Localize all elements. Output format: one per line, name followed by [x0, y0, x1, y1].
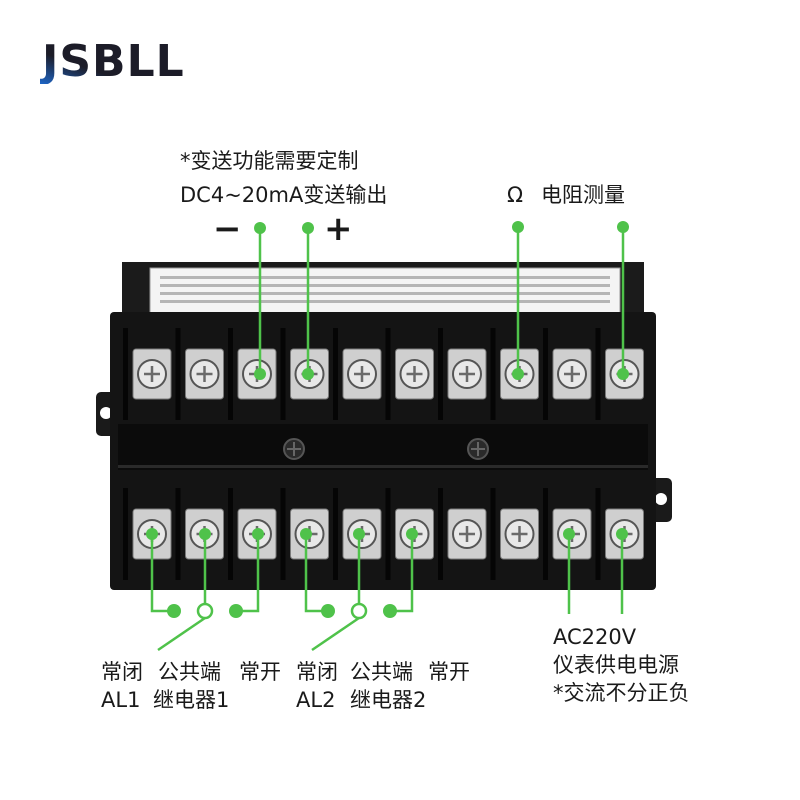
wire-no-1	[238, 534, 260, 613]
switch-blade-2	[311, 616, 360, 652]
device-label-sticker	[149, 267, 621, 315]
wire-nc-1	[150, 534, 172, 613]
relay1-no-label: 常开	[239, 660, 281, 684]
terminal-screw	[123, 328, 172, 420]
relay1-label: 继电器1	[153, 688, 230, 712]
terminal-screw	[438, 328, 487, 420]
al1-label: AL1	[101, 688, 141, 712]
resistance-label: 电阻测量	[541, 183, 625, 207]
transmit-output-label: DC4~20mA变送输出	[180, 183, 388, 207]
wire-nc-2	[304, 534, 326, 613]
wire-no-2	[392, 534, 414, 613]
terminal-screw	[385, 328, 434, 420]
wiring-dots	[146, 221, 629, 618]
relay1-com-label: 公共端	[158, 660, 221, 684]
transmit-custom-note: *变送功能需要定制	[180, 149, 359, 173]
terminal-screw	[543, 328, 592, 420]
ohm-symbol: Ω	[507, 183, 524, 207]
terminal-screw	[438, 488, 487, 580]
terminal-screw	[333, 328, 382, 420]
brand-logo: JSBLL	[40, 36, 185, 84]
wiring-lines	[150, 228, 625, 652]
relay-common-points	[196, 602, 368, 620]
relay2-label: 继电器2	[350, 688, 427, 712]
power-supply-label: 仪表供电电源	[553, 653, 679, 677]
relay1-nc-label: 常闭	[101, 660, 143, 684]
power-ac-note: *交流不分正负	[553, 681, 690, 705]
terminal-screw	[175, 328, 224, 420]
switch-blade-1	[157, 616, 206, 652]
brand-name: JSBLL	[40, 36, 185, 84]
relay2-com-label: 公共端	[350, 660, 413, 684]
minus-sign: −	[213, 209, 242, 249]
al2-label: AL2	[296, 688, 336, 712]
relay2-nc-label: 常闭	[296, 660, 338, 684]
relay2-no-label: 常开	[428, 660, 470, 684]
terminal-screw	[490, 488, 539, 580]
sticker-print	[160, 276, 610, 303]
plus-sign: +	[324, 209, 353, 249]
power-voltage-label: AC220V	[553, 625, 637, 649]
